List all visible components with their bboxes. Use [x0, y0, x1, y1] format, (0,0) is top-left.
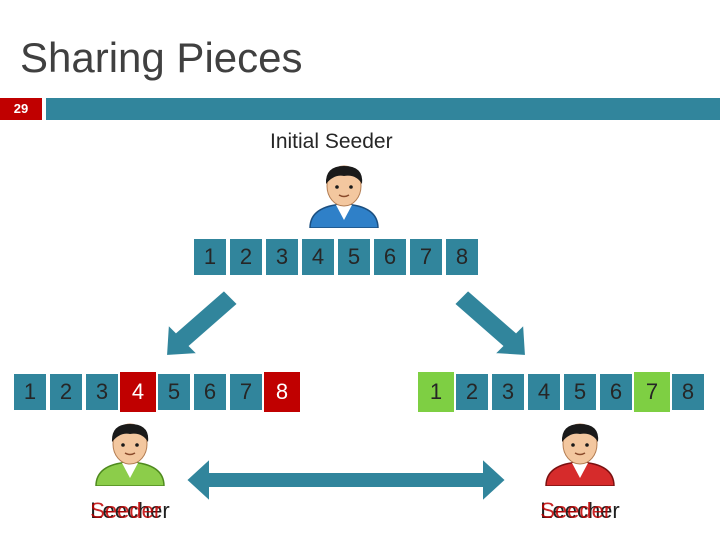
- piece-6: 6: [192, 372, 228, 412]
- person-icon: [309, 165, 379, 228]
- right-peer-pieces: 1 2 3 4 5 6 7 8: [418, 372, 706, 412]
- piece-7: 7: [228, 372, 264, 412]
- piece-8: 8: [670, 372, 706, 412]
- person-icon: [95, 423, 165, 486]
- piece-1: 1: [12, 372, 48, 412]
- piece-8: 8: [444, 237, 480, 277]
- person-icon: [545, 423, 615, 486]
- leecher-label: Leecher: [90, 498, 170, 523]
- piece-5: 5: [336, 237, 372, 277]
- piece-8: 8: [264, 372, 300, 412]
- piece-7: 7: [634, 372, 670, 412]
- initial-seeder-label: Initial Seeder: [270, 130, 393, 153]
- piece-3: 3: [84, 372, 120, 412]
- piece-1: 1: [192, 237, 228, 277]
- title-bar: [46, 98, 720, 120]
- initial-seeder-pieces: 1 2 3 4 5 6 7 8: [192, 237, 480, 277]
- leecher-label: Leecher: [540, 498, 620, 523]
- piece-1: 1: [418, 372, 454, 412]
- piece-2: 2: [454, 372, 490, 412]
- piece-5: 5: [156, 372, 192, 412]
- slide-title: Sharing Pieces: [20, 34, 303, 81]
- piece-4: 4: [120, 372, 156, 412]
- slide-number: 29: [0, 98, 42, 120]
- piece-4: 4: [300, 237, 336, 277]
- piece-4: 4: [526, 372, 562, 412]
- piece-3: 3: [490, 372, 526, 412]
- arrow-down-right-icon: [452, 288, 528, 358]
- double-arrow-icon: [184, 455, 508, 505]
- piece-6: 6: [372, 237, 408, 277]
- seeder-label: Seeder: [90, 498, 162, 523]
- piece-3: 3: [264, 237, 300, 277]
- piece-6: 6: [598, 372, 634, 412]
- left-peer-pieces: 1 2 3 4 5 6 7 8: [12, 372, 300, 412]
- arrow-down-left-icon: [164, 288, 240, 358]
- piece-7: 7: [408, 237, 444, 277]
- piece-5: 5: [562, 372, 598, 412]
- left-peer-label: Leecher Seeder: [70, 498, 190, 524]
- piece-2: 2: [48, 372, 84, 412]
- right-peer-label: Leecher Seeder: [520, 498, 640, 524]
- seeder-label: Seeder: [540, 498, 612, 523]
- piece-2: 2: [228, 237, 264, 277]
